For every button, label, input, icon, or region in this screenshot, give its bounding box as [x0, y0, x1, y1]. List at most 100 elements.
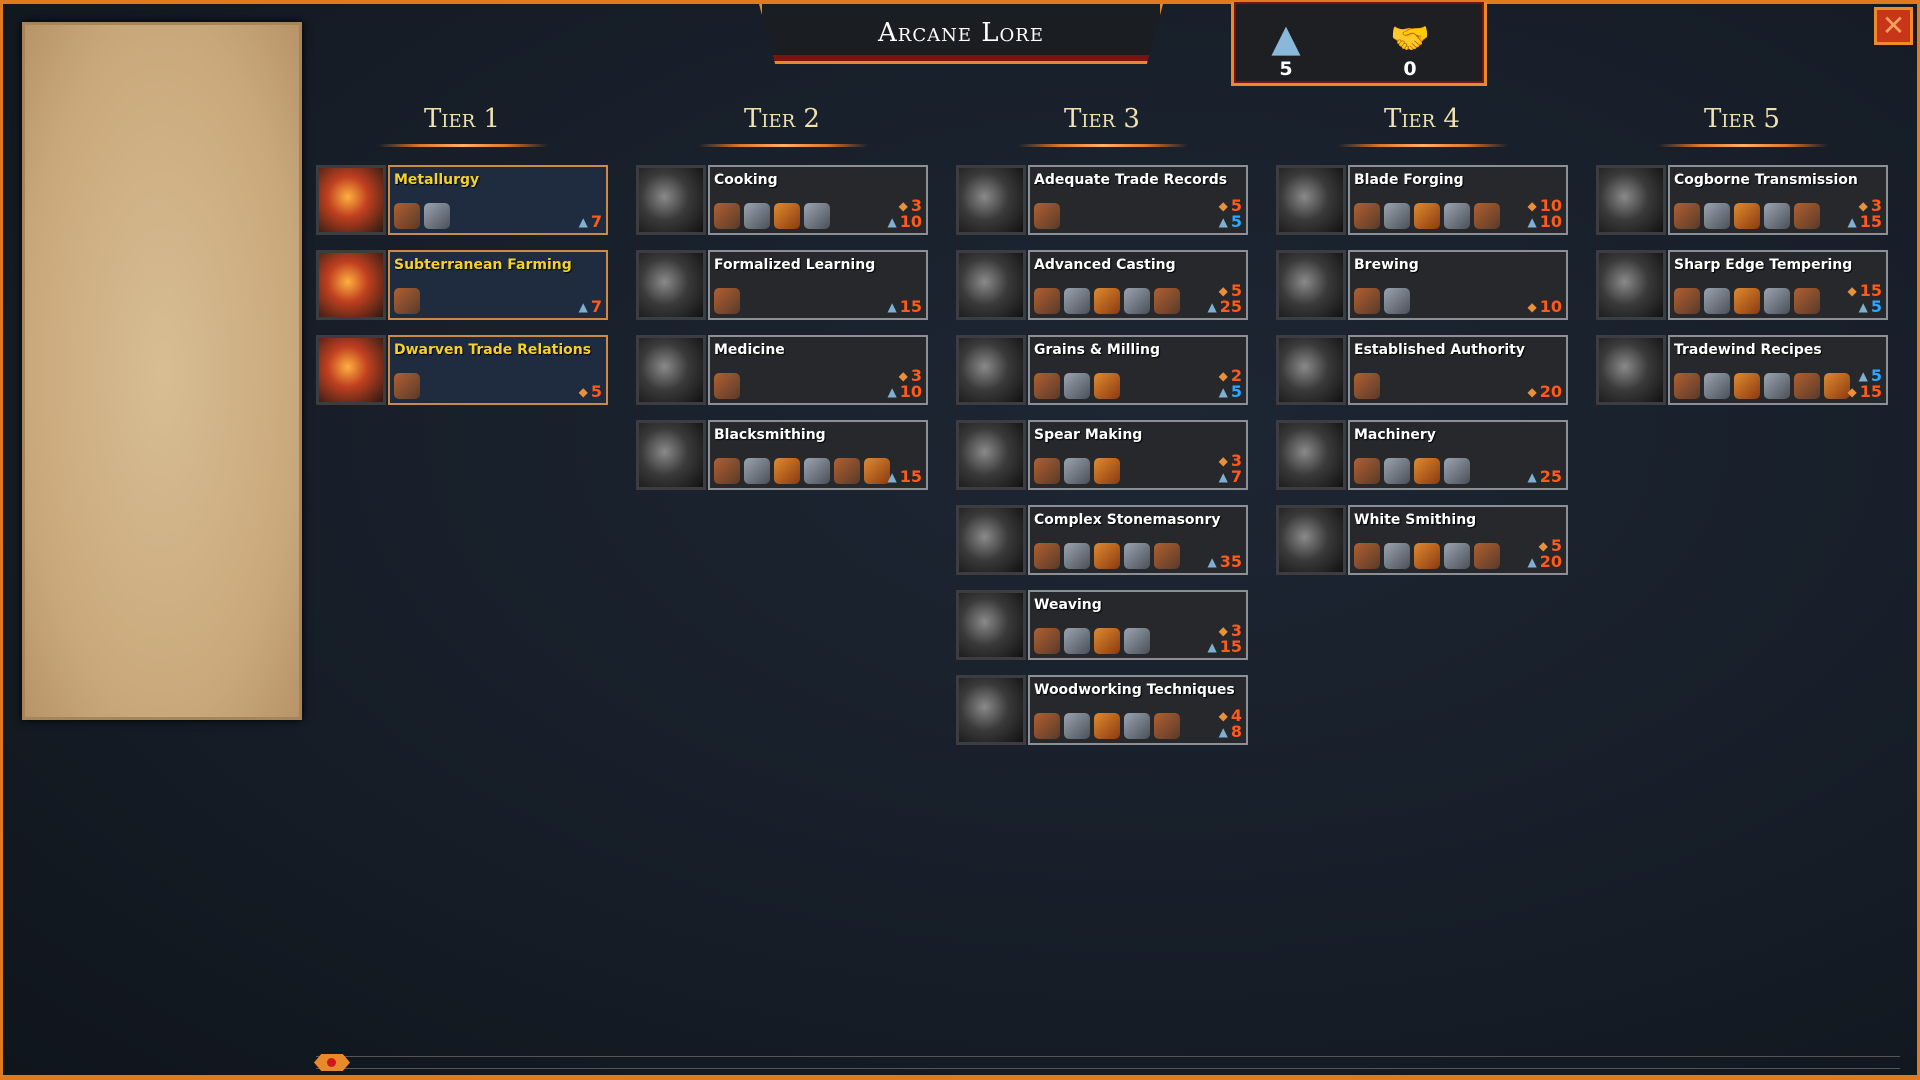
tech-card[interactable]: Weaving◆3▲15 [956, 590, 1248, 660]
cost-row: ▲7 [579, 299, 602, 315]
mug-icon [1384, 288, 1410, 314]
gear-icon [1354, 458, 1380, 484]
tech-costs: ◆5▲5 [1219, 198, 1242, 230]
tool-icon [1474, 543, 1500, 569]
lore-resource: ▲ 5 [1256, 16, 1316, 80]
tech-thumbnail-icon [316, 250, 386, 320]
tech-card[interactable]: White Smithing◆5▲20 [1276, 505, 1568, 575]
tech-thumbnail-icon [1276, 335, 1346, 405]
unlock-items [394, 373, 420, 399]
tech-panel: Metallurgy▲7 [388, 165, 608, 235]
tech-card[interactable]: Brewing◆10 [1276, 250, 1568, 320]
plate-icon [1674, 203, 1700, 229]
tech-card[interactable]: Adequate Trade Records◆5▲5 [956, 165, 1248, 235]
cost-row: ◆5 [1219, 198, 1242, 214]
blueprint-icon [1474, 203, 1500, 229]
brick-icon [1064, 543, 1090, 569]
tech-costs: ◆10 [1528, 299, 1563, 315]
unlock-items [714, 458, 890, 484]
tech-panel: Established Authority◆20 [1348, 335, 1568, 405]
noodles-icon [804, 203, 830, 229]
cost-value: 10 [1539, 196, 1562, 215]
tech-card[interactable]: Cooking◆3▲10 [636, 165, 928, 235]
chisel-icon [1124, 543, 1150, 569]
cost-value: 10 [899, 382, 922, 401]
tech-card[interactable]: Established Authority◆20 [1276, 335, 1568, 405]
tech-name: Sharp Edge Tempering [1674, 257, 1853, 273]
tech-card[interactable]: Tradewind Recipes▲5◆15 [1596, 335, 1888, 405]
tech-card[interactable]: Spear Making◆3▲7 [956, 420, 1248, 490]
tech-card[interactable]: Dwarven Trade Relations◆5 [316, 335, 608, 405]
plan-icon [1064, 713, 1090, 739]
tech-panel: Woodworking Techniques◆4▲8 [1028, 675, 1248, 745]
tech-card[interactable]: Grains & Milling◆2▲5 [956, 335, 1248, 405]
unlock-items [1674, 373, 1850, 399]
lore-count: 5 [1279, 58, 1293, 80]
tech-name: Cogborne Transmission [1674, 172, 1858, 188]
tech-panel: Medicine◆3▲10 [708, 335, 928, 405]
tech-card[interactable]: Complex Stonemasonry▲35 [956, 505, 1248, 575]
tech-card[interactable]: Subterranean Farming▲7 [316, 250, 608, 320]
tech-name: Medicine [714, 342, 785, 358]
tech-card[interactable]: Woodworking Techniques◆4▲8 [956, 675, 1248, 745]
gem-icon: ◆ [898, 369, 908, 383]
tech-costs: ◆10▲10 [1528, 198, 1563, 230]
tech-card[interactable]: Blacksmithing▲15 [636, 420, 928, 490]
gem-plate-icon [1444, 543, 1470, 569]
cost-value: 25 [1539, 467, 1562, 486]
unlock-items [1354, 458, 1470, 484]
loom-icon [1124, 628, 1150, 654]
scrollbar-thumb[interactable] [314, 1054, 350, 1071]
tech-card[interactable]: Machinery▲25 [1276, 420, 1568, 490]
lore-triangle-icon: ▲ [1218, 385, 1228, 399]
tech-panel: Cooking◆3▲10 [708, 165, 928, 235]
cost-row: ▲25 [1208, 299, 1243, 315]
close-button[interactable]: ✕ [1874, 7, 1913, 45]
tech-thumbnail-icon [956, 335, 1026, 405]
unlock-items [1034, 713, 1180, 739]
cost-row: ▲15 [1848, 214, 1883, 230]
tech-card[interactable]: Sharp Edge Tempering◆15▲5 [1596, 250, 1888, 320]
tech-card[interactable]: Medicine◆3▲10 [636, 335, 928, 405]
sword-icon [1154, 288, 1180, 314]
copper-bar-icon [394, 203, 420, 229]
resource-counter: ▲ 5 🤝 0 [1231, 2, 1487, 86]
horizontal-scrollbar[interactable] [316, 1056, 1900, 1069]
cost-row: ▲7 [579, 214, 602, 230]
tech-thumbnail-icon [956, 590, 1026, 660]
tech-card[interactable]: Cogborne Transmission◆3▲15 [1596, 165, 1888, 235]
tech-card[interactable]: Advanced Casting◆5▲25 [956, 250, 1248, 320]
tech-thumbnail-icon [636, 250, 706, 320]
wheat-icon [1034, 373, 1060, 399]
tech-card[interactable]: Metallurgy▲7 [316, 165, 608, 235]
tech-card[interactable]: Blade Forging ◆10▲10 [1276, 165, 1568, 235]
gem-icon: ◆ [1218, 624, 1228, 638]
tech-costs: ◆3▲15 [1848, 198, 1883, 230]
tech-thumbnail-icon [1276, 505, 1346, 575]
tech-thumbnail-icon [956, 675, 1026, 745]
trade-resource: 🤝 0 [1380, 16, 1440, 79]
cost-row: ▲35 [1208, 554, 1243, 570]
cost-row: ◆10 [1528, 198, 1563, 214]
anvil-icon [774, 458, 800, 484]
tech-costs: ◆3▲10 [888, 198, 923, 230]
tech-costs: ◆5▲25 [1208, 283, 1243, 315]
cost-value: 3 [1870, 196, 1882, 215]
skewer-icon [744, 203, 770, 229]
hammer-icon [1124, 713, 1150, 739]
tier-divider [1658, 144, 1828, 147]
jelly-icon [1674, 373, 1700, 399]
soup-icon [774, 203, 800, 229]
lore-triangle-icon: ▲ [1847, 215, 1857, 229]
tech-name: Grains & Milling [1034, 342, 1161, 358]
minecart-icon [1704, 203, 1730, 229]
cost-value: 20 [1539, 552, 1562, 571]
tech-panel: Spear Making◆3▲7 [1028, 420, 1248, 490]
tech-name: Blade Forging [1354, 172, 1464, 188]
tech-thumbnail-icon [1276, 165, 1346, 235]
tech-card[interactable]: Formalized Learning▲15 [636, 250, 928, 320]
shovel-icon [804, 458, 830, 484]
pastry-icon [1704, 373, 1730, 399]
cloth-bundle-icon [394, 373, 420, 399]
tier-header: Tier 5 [1704, 104, 1780, 134]
